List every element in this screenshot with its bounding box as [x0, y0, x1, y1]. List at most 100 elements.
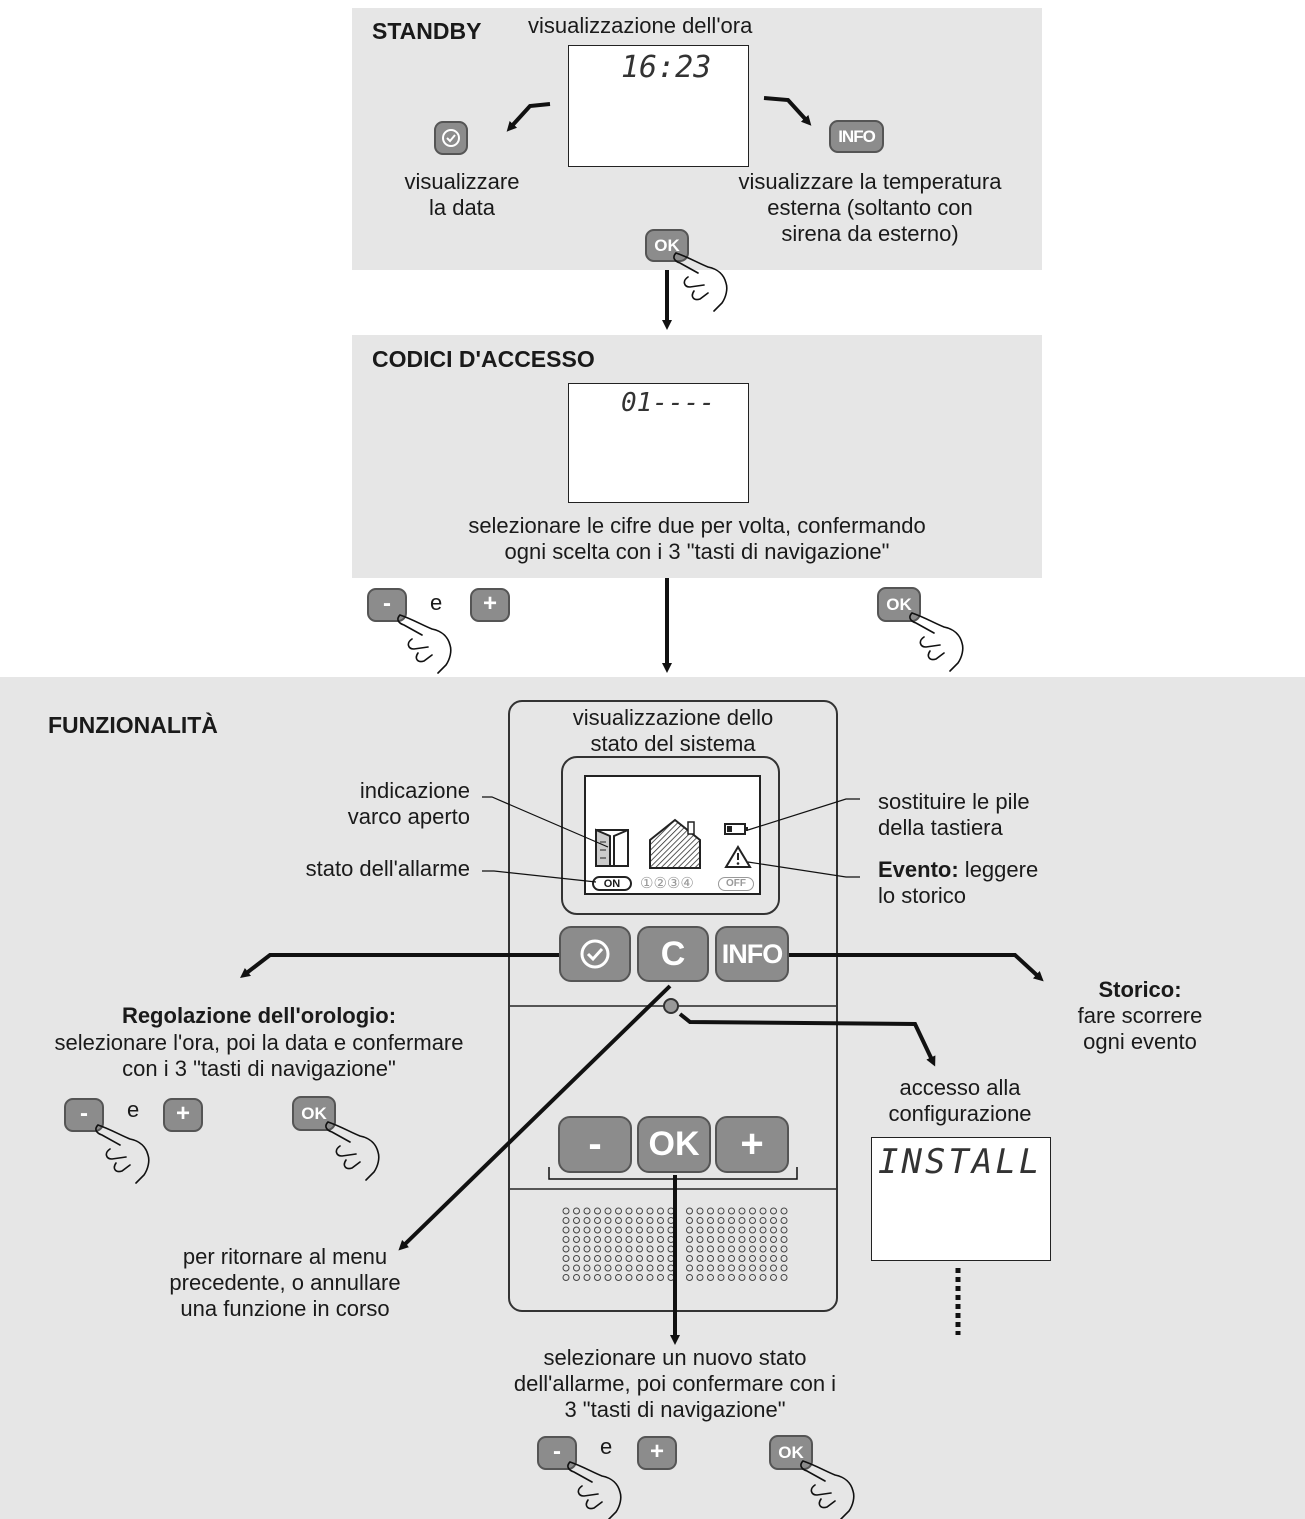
minus-key[interactable]: -: [558, 1116, 632, 1173]
grille-hole: [749, 1274, 756, 1281]
grille-hole: [657, 1274, 664, 1281]
grille-hole: [583, 1264, 591, 1272]
grille-hole: [759, 1274, 767, 1281]
stato-ok-key[interactable]: OK: [769, 1435, 813, 1470]
grille-hole: [770, 1264, 777, 1272]
grille-hole: [717, 1236, 725, 1243]
clock-key[interactable]: [434, 121, 468, 155]
grille-hole: [615, 1207, 622, 1215]
grille-hole: [604, 1217, 612, 1224]
grille-hole: [749, 1226, 756, 1234]
grille-hole: [696, 1255, 704, 1262]
orologio-plus-key[interactable]: +: [163, 1098, 203, 1132]
grille-hole: [707, 1236, 714, 1243]
grille-hole: [770, 1274, 777, 1281]
stato-plus-key[interactable]: +: [637, 1436, 677, 1470]
grille-hole: [717, 1255, 725, 1262]
codici-minus-key[interactable]: -: [367, 588, 407, 622]
grille-hole: [770, 1255, 777, 1262]
grille-hole: [728, 1207, 735, 1215]
orologio-ok-key[interactable]: OK: [292, 1096, 336, 1131]
grille-hole: [636, 1274, 643, 1281]
grille-hole: [646, 1226, 654, 1234]
grille-hole: [625, 1207, 633, 1215]
grille-hole: [686, 1255, 693, 1262]
arrow-config: [678, 1012, 936, 1067]
hand-icon: [800, 1460, 855, 1519]
clock-settings-key[interactable]: [559, 926, 631, 982]
grille-hole: [625, 1274, 633, 1281]
grille-hole: [646, 1245, 654, 1253]
grille-hole: [780, 1264, 788, 1272]
standby-info-key[interactable]: INFO: [829, 120, 884, 153]
stato-minus-key[interactable]: -: [537, 1436, 577, 1470]
grille-hole: [738, 1274, 746, 1281]
grille-hole: [657, 1207, 664, 1215]
grille-hole: [625, 1245, 633, 1253]
config-button[interactable]: [663, 998, 679, 1014]
grille-hole: [604, 1236, 612, 1243]
grille-hole: [604, 1255, 612, 1262]
grille-hole: [625, 1264, 633, 1272]
grille-hole: [738, 1217, 746, 1224]
stato-and-word: e: [600, 1434, 613, 1459]
grille-hole: [696, 1245, 704, 1253]
grille-hole: [749, 1245, 756, 1253]
hand-icon: [909, 612, 964, 672]
grille-hole: [583, 1236, 591, 1243]
arrow-storico: [789, 953, 1044, 982]
grille-hole: [657, 1245, 664, 1253]
grille-hole: [738, 1226, 746, 1234]
grille-hole: [625, 1226, 633, 1234]
grille-hole: [646, 1274, 654, 1281]
grille-hole: [604, 1226, 612, 1234]
leader-evento: [747, 861, 860, 878]
cancel-key[interactable]: C: [637, 926, 709, 982]
grille-hole: [636, 1217, 643, 1224]
grille-hole: [573, 1264, 580, 1272]
lcd-on-indicator: ON: [592, 876, 632, 891]
grille-hole: [562, 1236, 570, 1243]
speaker-grille: [562, 1207, 788, 1281]
grille-hole: [728, 1255, 735, 1262]
arrow-to-date: [506, 102, 551, 132]
grille-hole: [657, 1226, 664, 1234]
grille-hole: [696, 1274, 704, 1281]
grille-hole: [696, 1207, 704, 1215]
grille-hole: [583, 1274, 591, 1281]
grille-hole: [728, 1236, 735, 1243]
codici-ok-key[interactable]: OK: [877, 587, 921, 622]
grille-hole: [562, 1274, 570, 1281]
grille-hole: [717, 1245, 725, 1253]
ok-key[interactable]: OK: [637, 1116, 711, 1173]
grille-hole: [770, 1207, 777, 1215]
grille-hole: [780, 1274, 788, 1281]
hand-icon: [95, 1124, 150, 1184]
grille-hole: [759, 1217, 767, 1224]
orologio-text: selezionare l'ora, poi la data e conferm…: [54, 1030, 464, 1081]
codici-plus-key[interactable]: +: [470, 588, 510, 622]
clock-check-icon: [580, 939, 610, 969]
grille-hole: [759, 1264, 767, 1272]
grille-hole: [686, 1274, 693, 1281]
arrow-ritorno: [398, 984, 672, 1251]
funzionalita-heading: FUNZIONALITÀ: [48, 712, 218, 738]
grille-hole: [770, 1217, 777, 1224]
grille-hole: [615, 1236, 622, 1243]
codici-heading: CODICI D'ACCESSO: [372, 346, 595, 372]
grille-hole: [636, 1207, 643, 1215]
allarme-label: stato dell'allarme: [305, 856, 470, 881]
grille-hole: [686, 1236, 693, 1243]
grille-hole: [696, 1217, 704, 1224]
grille-hole: [583, 1207, 591, 1215]
orologio-and-word: e: [127, 1097, 140, 1122]
grille-hole: [657, 1264, 664, 1272]
standby-ok-key[interactable]: OK: [645, 229, 689, 262]
grille-hole: [696, 1226, 704, 1234]
plus-key[interactable]: +: [715, 1116, 789, 1173]
info-key[interactable]: INFO: [715, 926, 789, 982]
standby-lcd-time: 16:23: [621, 50, 712, 85]
codici-lcd-code: 01----: [621, 388, 715, 418]
grille-hole: [583, 1255, 591, 1262]
